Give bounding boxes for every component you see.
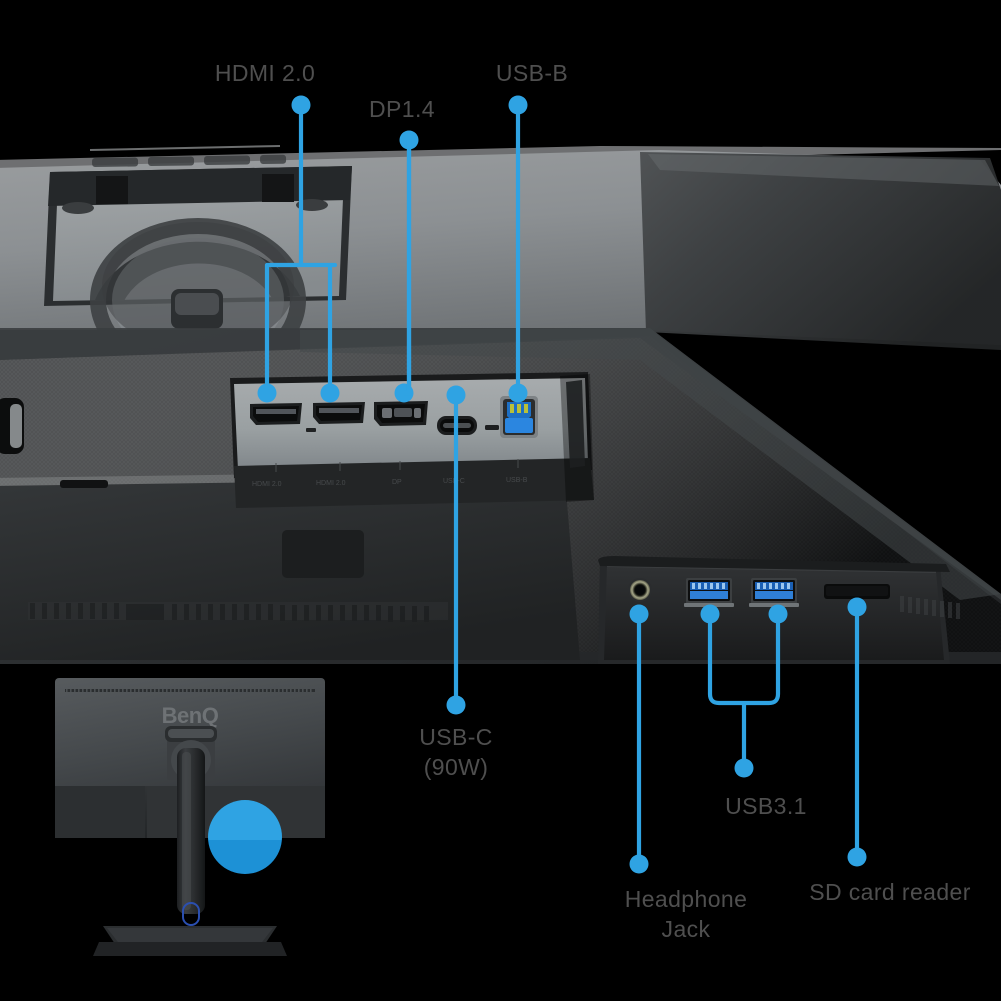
io-port-recess: HDMI 2.0 HDMI 2.0 DP USB-C USB-B: [230, 372, 594, 508]
label-headphone: Headphone Jack: [624, 886, 748, 942]
callout-dot-hdmi-port-1[interactable]: [257, 383, 277, 403]
monitor-thumbnail: BenQ: [55, 678, 325, 956]
usb-a-port-2-shape: [749, 578, 799, 607]
vesa-mount-recess: [44, 166, 352, 382]
svg-text:USB-B: USB-B: [506, 477, 528, 484]
svg-text:USB-C: USB-C: [443, 478, 465, 485]
callout-dot-usbc-label[interactable]: [446, 695, 466, 715]
lower-vent-strip: [28, 602, 448, 622]
callout-line-usb31: [707, 613, 781, 769]
svg-text:DP: DP: [392, 479, 402, 486]
callout-dot-usbb-port[interactable]: [508, 383, 528, 403]
left-side-port: [0, 398, 24, 454]
svg-text:HDMI 2.0: HDMI 2.0: [252, 481, 282, 488]
displayport-port-shape: [374, 401, 428, 426]
callout-dot-usbb-label[interactable]: [508, 95, 528, 115]
callout-dot-usb31-label[interactable]: [734, 758, 754, 778]
callout-line-hdmi: [264, 102, 338, 394]
hdmi-port-2-shape: [313, 402, 365, 424]
hdmi-port-1-shape: [250, 403, 302, 425]
label-dp: DP1.4: [369, 96, 435, 122]
callout-dot-headphone-label[interactable]: [629, 854, 649, 874]
label-usbb: USB-B: [495, 60, 569, 86]
callout-dot-usbc-port[interactable]: [446, 385, 466, 405]
headphone-jack-shape: [628, 578, 652, 602]
callout-dot-sdcard-port[interactable]: [847, 597, 867, 617]
sd-card-slot-shape: [824, 584, 890, 599]
svg-text:HDMI 2.0: HDMI 2.0: [316, 480, 346, 487]
thumbnail-brand-label: BenQ: [162, 703, 219, 728]
label-hdmi: HDMI 2.0: [214, 60, 316, 86]
label-usb31: USB3.1: [725, 793, 807, 819]
top-vent-slots: [92, 154, 287, 167]
usb-b-port-shape: [500, 396, 538, 438]
callout-dot-hdmi-port-2[interactable]: [320, 383, 340, 403]
callout-dot-sdcard-label[interactable]: [847, 847, 867, 867]
callout-dot-usb31-port-1[interactable]: [700, 604, 720, 624]
callout-dot-usb31-port-2[interactable]: [768, 604, 788, 624]
callout-dot-hdmi-label[interactable]: [291, 95, 311, 115]
usb-a-port-1-shape: [684, 578, 734, 607]
label-usbc: USB-C (90W): [419, 724, 493, 780]
label-sdcard: SD card reader: [809, 879, 971, 905]
callout-dot-headphone-port[interactable]: [629, 604, 649, 624]
